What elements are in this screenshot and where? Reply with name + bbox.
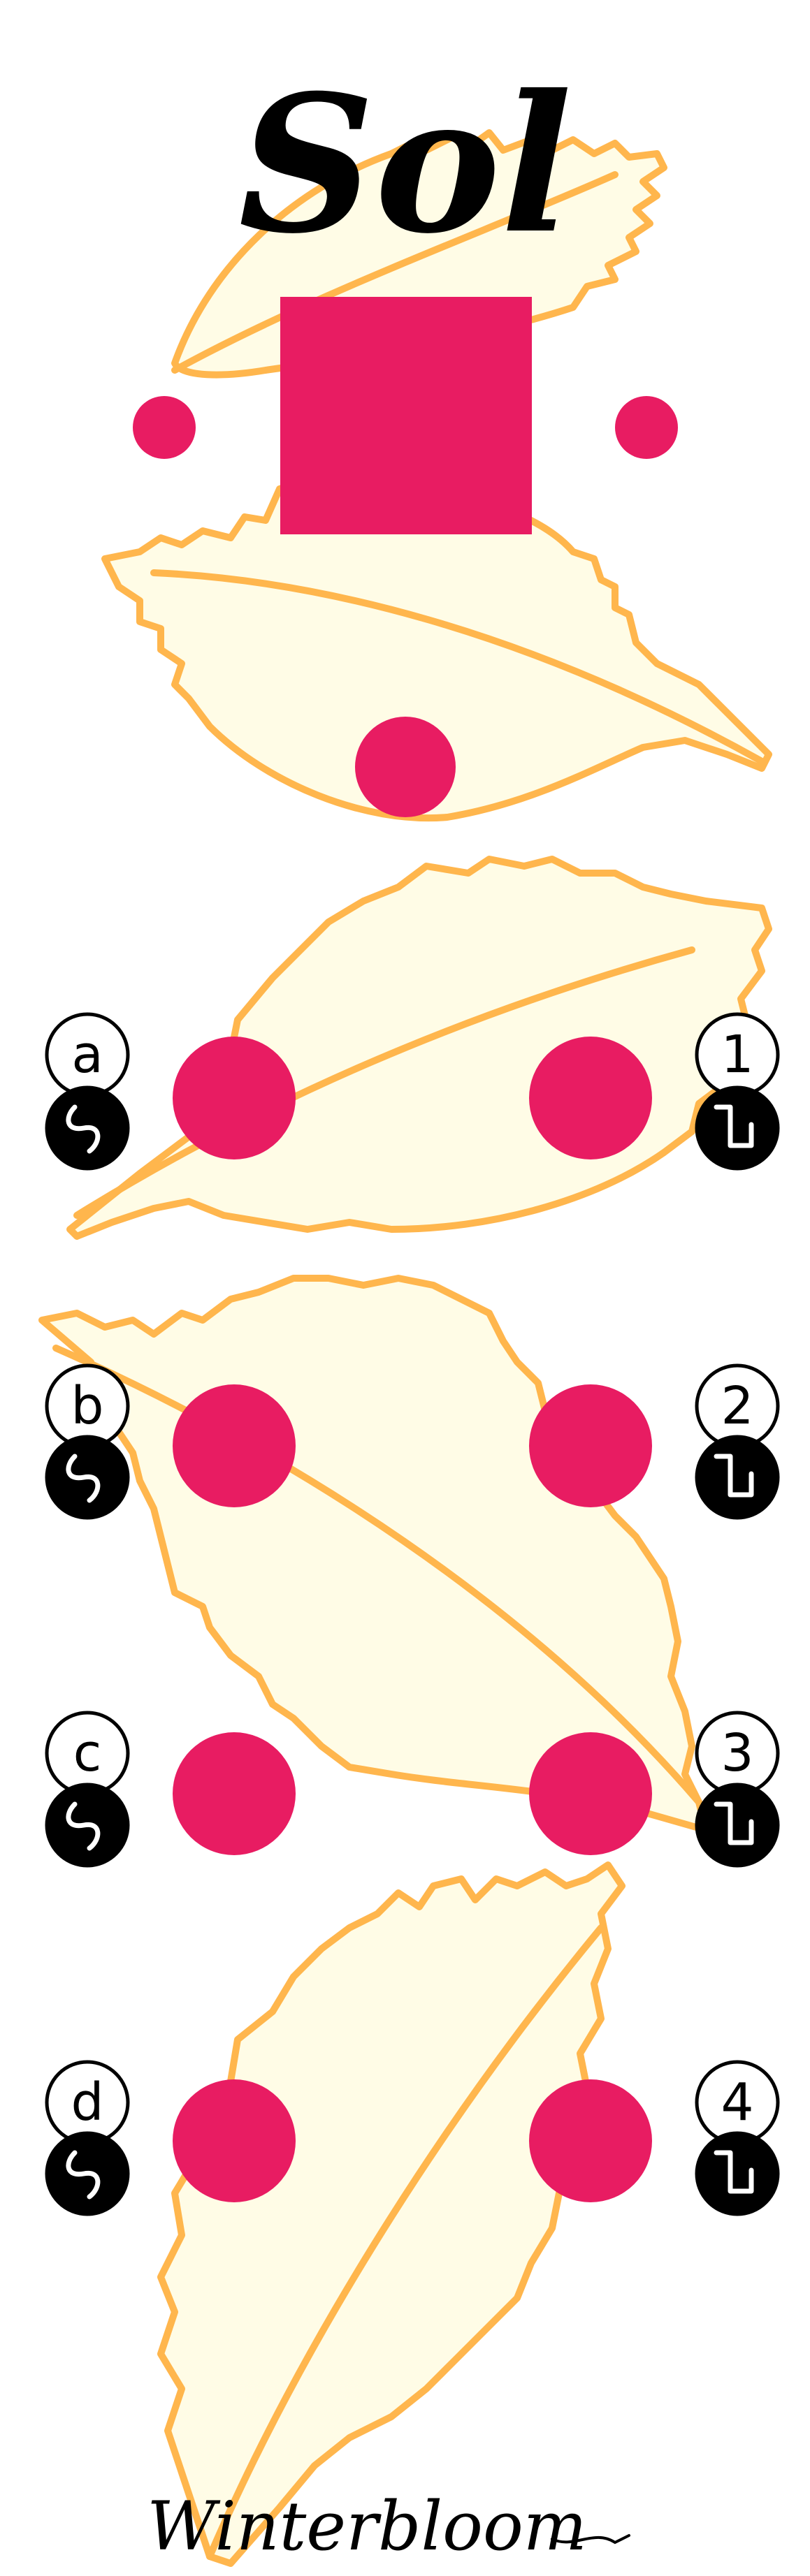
cv-label-d: d	[45, 2060, 130, 2145]
square-wave-icon	[695, 2131, 780, 2216]
cv-label-b-text: b	[71, 1376, 104, 1436]
gate-label-2-text: 2	[721, 1376, 753, 1436]
cv-label-a: a	[45, 1012, 130, 1097]
gate-label-4: 4	[695, 2060, 780, 2145]
gate-output-jack-4[interactable]	[529, 2079, 652, 2202]
channel-row-d: d 4	[45, 2060, 780, 2216]
gate-output-jack-2[interactable]	[529, 1384, 652, 1507]
cv-label-d-text: d	[71, 2072, 104, 2132]
indicator-led-right	[615, 396, 678, 459]
sine-wave-icon	[45, 1783, 130, 1868]
sine-wave-icon	[45, 2131, 130, 2216]
sine-wave-icon	[45, 1085, 130, 1171]
display-window	[280, 297, 532, 534]
channel-row-b: b 2	[45, 1363, 780, 1520]
square-wave-icon	[695, 1085, 780, 1171]
gate-label-3: 3	[695, 1711, 780, 1796]
gate-output-jack-1[interactable]	[529, 1037, 652, 1159]
cv-output-jack-a[interactable]	[173, 1037, 296, 1159]
leaf-middle	[66, 856, 772, 1240]
leaf-upper	[101, 464, 772, 821]
gate-label-3-text: 3	[721, 1723, 753, 1783]
cv-label-b: b	[45, 1363, 130, 1449]
gate-label-1: 1	[695, 1012, 780, 1097]
square-wave-icon	[695, 1435, 780, 1520]
gate-label-1-text: 1	[721, 1025, 753, 1085]
module-title: Sol	[238, 53, 572, 275]
cv-output-jack-d[interactable]	[173, 2079, 296, 2202]
cv-label-a-text: a	[71, 1025, 103, 1085]
square-wave-icon	[695, 1783, 780, 1868]
gate-output-jack-3[interactable]	[529, 1732, 652, 1855]
cv-output-jack-c[interactable]	[173, 1732, 296, 1855]
brand-logo: Winterbloom	[147, 2487, 587, 2566]
cv-label-c: c	[45, 1711, 130, 1796]
gate-label-4-text: 4	[721, 2072, 753, 2132]
indicator-led-left	[133, 396, 196, 459]
sine-wave-icon	[45, 1435, 130, 1520]
leaf-bottom	[157, 1861, 625, 2567]
cv-label-c-text: c	[73, 1723, 102, 1783]
cv-output-jack-b[interactable]	[173, 1384, 296, 1507]
gate-label-2: 2	[695, 1363, 780, 1449]
usb-port[interactable]	[355, 717, 456, 817]
brand-cable-flourish	[551, 2534, 630, 2545]
channel-row-c: c 3	[45, 1711, 780, 1868]
channel-row-a: a 1	[45, 1012, 780, 1171]
